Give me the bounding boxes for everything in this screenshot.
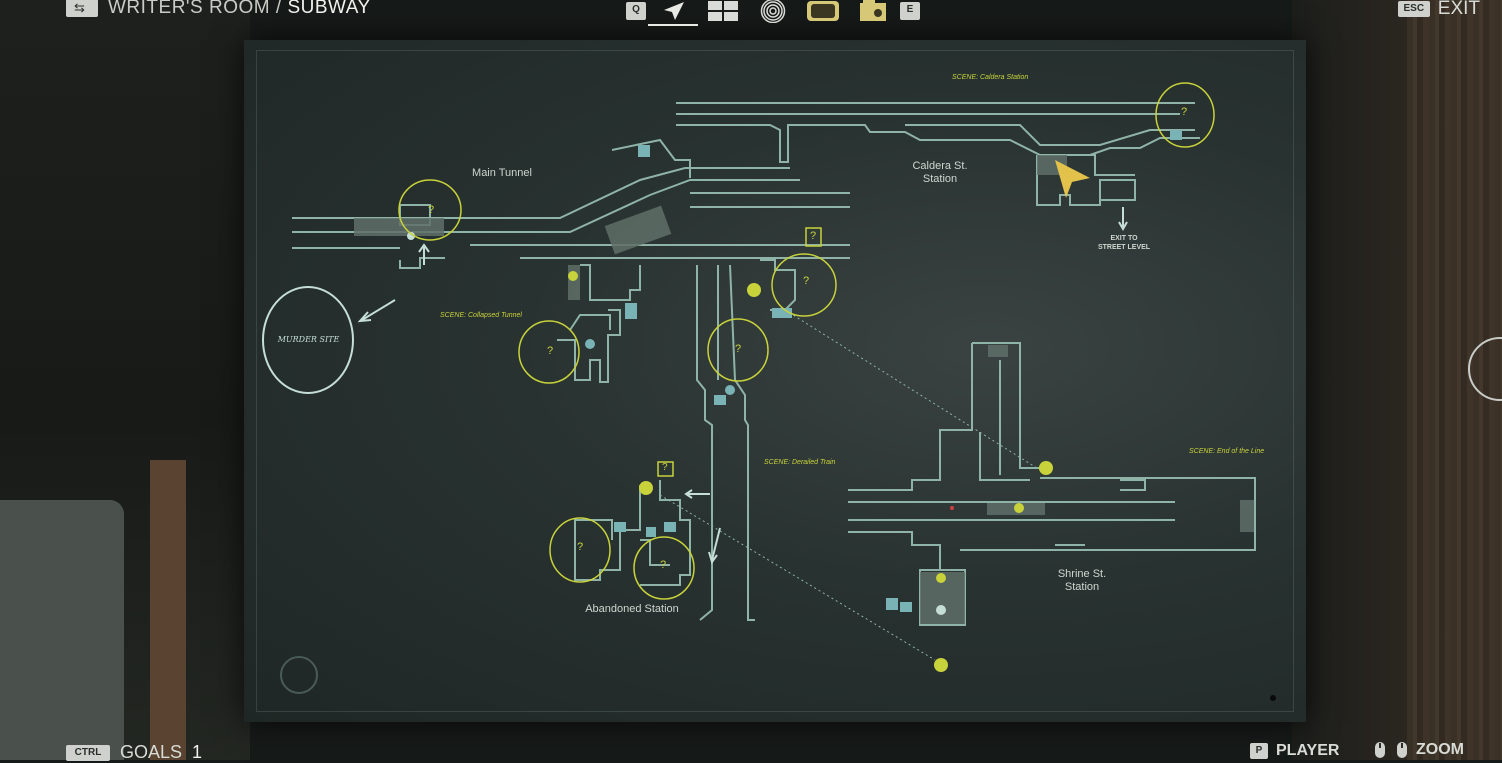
breadcrumb-separator: / — [275, 0, 282, 18]
scene-end-of-line: SCENE: End of the Line — [1189, 448, 1265, 455]
key-ctrl: CTRL — [66, 744, 110, 761]
unknown-marker[interactable]: ? — [735, 343, 742, 355]
key-q: Q — [626, 2, 646, 20]
scene-caldera-station: SCENE: Caldera Station — [952, 74, 1029, 81]
map-arrows — [357, 207, 1128, 565]
label-exit-street-level: EXIT TO STREET LEVEL — [1097, 235, 1151, 251]
label-abandoned-station: Abandoned Station — [585, 603, 679, 615]
subway-map-poster — [244, 40, 1306, 722]
breadcrumb-current: SUBWAY — [287, 0, 371, 18]
breadcrumb-text: WRITER'S ROOM / SUBWAY — [108, 0, 371, 19]
breadcrumb-root[interactable]: WRITER'S ROOM — [108, 0, 271, 18]
radio-icon — [860, 0, 886, 21]
unknown-marker[interactable]: ? — [660, 559, 667, 571]
tab-fingerprint[interactable] — [748, 0, 798, 24]
writer-logo-icon — [280, 656, 318, 694]
label-shrine-station: Shrine St. Station — [1057, 568, 1107, 593]
exit-label: EXIT — [1437, 0, 1480, 19]
map-hatched-areas — [354, 155, 1254, 624]
label-caldera-station: Caldera St. Station — [912, 160, 968, 185]
goals-label: GOALS — [120, 742, 183, 762]
label-murder-site: MURDER SITE — [277, 335, 340, 344]
murder-site-circle — [262, 286, 354, 394]
mouse-icon — [1375, 742, 1385, 758]
key-p: P — [1250, 743, 1268, 759]
unknown-marker[interactable]: ? — [428, 204, 435, 216]
map-outlines — [292, 102, 1256, 626]
map-grid-icon — [708, 1, 738, 21]
key-esc: ESC — [1397, 1, 1430, 17]
map-handwritten-circles — [398, 82, 1215, 600]
label-main-tunnel: Main Tunnel — [472, 167, 532, 179]
tab-prev-key[interactable]: Q — [624, 0, 648, 24]
map-tab-bar: Q E — [624, 0, 922, 26]
goals-button[interactable]: CTRL GOALS 1 — [66, 742, 202, 763]
unknown-marker[interactable]: ? — [1181, 106, 1188, 118]
zoom-label: ZOOM — [1416, 741, 1464, 758]
map-dotted-paths — [659, 309, 1041, 661]
player-label: PLAYER — [1276, 742, 1340, 759]
goals-count: 1 — [192, 742, 203, 762]
exit-button[interactable]: ESC EXIT — [1397, 0, 1480, 20]
zoom-control[interactable]: ZOOM — [1372, 740, 1464, 760]
mouse-scroll-icon — [1397, 742, 1407, 758]
scene-collapsed-tunnel: SCENE: Collapsed Tunnel — [440, 312, 522, 319]
tv-icon — [807, 1, 839, 21]
map-yellow-markers — [407, 227, 1053, 672]
fingerprint-icon — [760, 0, 786, 23]
unknown-marker[interactable]: ? — [810, 230, 817, 242]
tab-radio[interactable] — [848, 0, 898, 24]
tab-navigation[interactable] — [648, 0, 698, 26]
desk-edge — [150, 460, 186, 760]
player-position-arrow — [1055, 160, 1090, 198]
unknown-marker[interactable]: ? — [803, 275, 810, 287]
poster-border — [256, 50, 1294, 712]
tab-map-grid[interactable] — [698, 0, 748, 24]
player-button[interactable]: P PLAYER — [1250, 742, 1339, 760]
map-red-dot — [950, 506, 954, 510]
breadcrumb: WRITER'S ROOM / SUBWAY — [66, 0, 371, 18]
poster-pin-hole — [1270, 695, 1276, 701]
map-small-icons — [585, 130, 1182, 612]
scene-derailed-train: SCENE: Derailed Train — [764, 459, 836, 466]
key-e: E — [900, 2, 920, 20]
unknown-marker[interactable]: ? — [577, 541, 584, 553]
back-toggle-icon[interactable] — [66, 0, 98, 17]
tab-tv[interactable] — [798, 0, 848, 24]
unknown-marker[interactable]: ? — [547, 345, 554, 357]
navigation-arrow-icon — [664, 2, 684, 20]
desk-object — [0, 500, 124, 760]
unknown-marker[interactable]: ? — [662, 462, 668, 473]
tab-next-key[interactable]: E — [898, 0, 922, 24]
